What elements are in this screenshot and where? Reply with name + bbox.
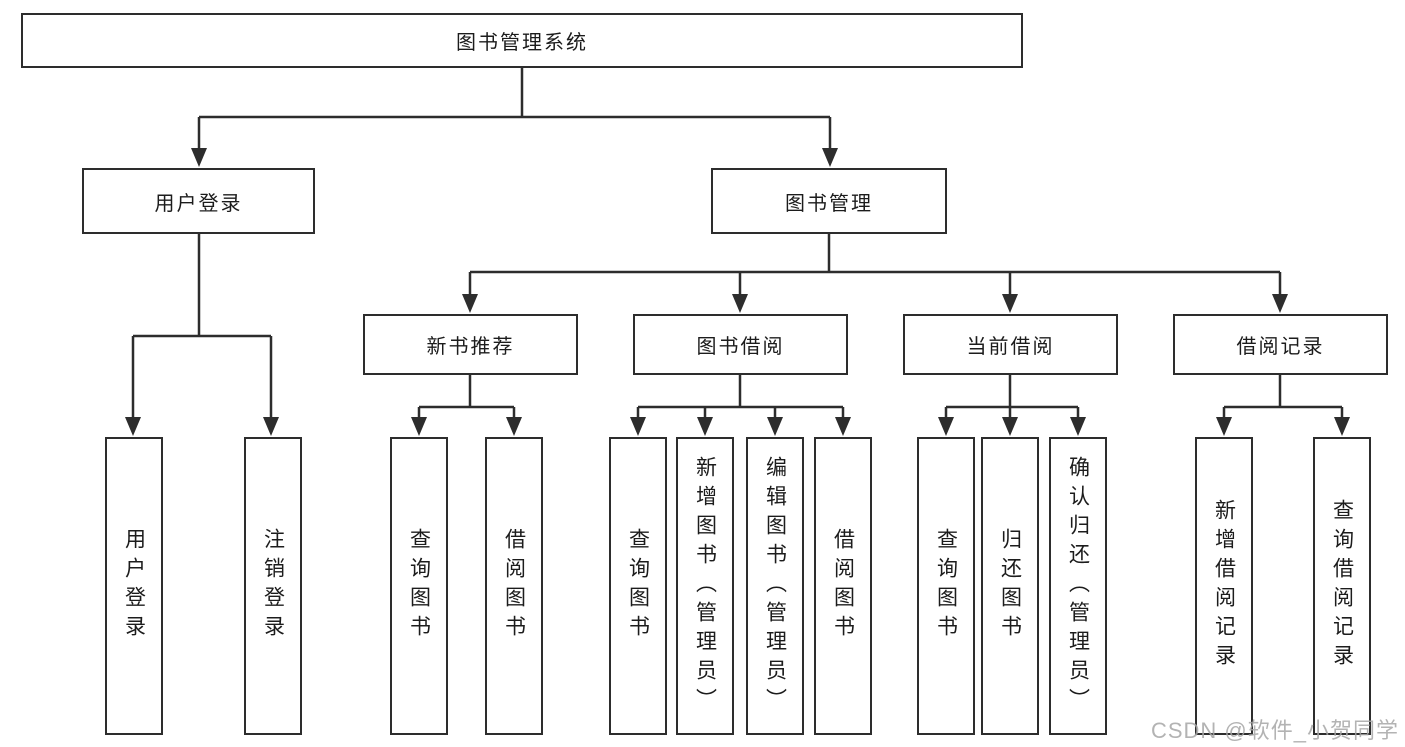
leaf-current-confirm-return-admin: 确认归还（管理员）	[1049, 437, 1107, 735]
node-current-borrow: 当前借阅	[903, 314, 1118, 375]
connector-book-mgmt-to-level3	[462, 233, 1288, 313]
leaf-records-query-record: 查询借阅记录	[1313, 437, 1371, 735]
node-user-login-branch: 用户登录	[82, 168, 315, 234]
leaf-user-login: 用户登录	[105, 437, 163, 735]
leaf-borrow-query-books: 查询图书	[609, 437, 667, 735]
connector-user-login-to-leaves	[125, 233, 279, 436]
node-book-mgmt-branch: 图书管理	[711, 168, 947, 234]
leaf-recommend-borrow-books: 借阅图书	[485, 437, 543, 735]
leaf-current-query-books: 查询图书	[917, 437, 975, 735]
connector-new-book-recommend-to-leaves	[411, 375, 522, 436]
leaf-records-add-record: 新增借阅记录	[1195, 437, 1253, 735]
leaf-borrow-borrow-books: 借阅图书	[814, 437, 872, 735]
node-borrow-records: 借阅记录	[1173, 314, 1388, 375]
leaf-recommend-query-books: 查询图书	[390, 437, 448, 735]
connector-book-borrow-to-leaves	[630, 375, 851, 436]
watermark: CSDN @软件_小贺同学	[1150, 718, 1399, 743]
connector-current-borrow-to-leaves	[938, 375, 1086, 436]
node-book-borrow: 图书借阅	[633, 314, 848, 375]
leaf-current-return-books: 归还图书	[981, 437, 1039, 735]
node-new-book-recommend: 新书推荐	[363, 314, 578, 375]
leaf-borrow-edit-books-admin: 编辑图书（管理员）	[746, 437, 804, 735]
connector-root-to-level2	[191, 67, 838, 167]
leaf-borrow-add-books-admin: 新增图书（管理员）	[676, 437, 734, 735]
connector-borrow-records-to-leaves	[1216, 375, 1350, 436]
node-root: 图书管理系统	[21, 13, 1023, 68]
leaf-logout: 注销登录	[244, 437, 302, 735]
